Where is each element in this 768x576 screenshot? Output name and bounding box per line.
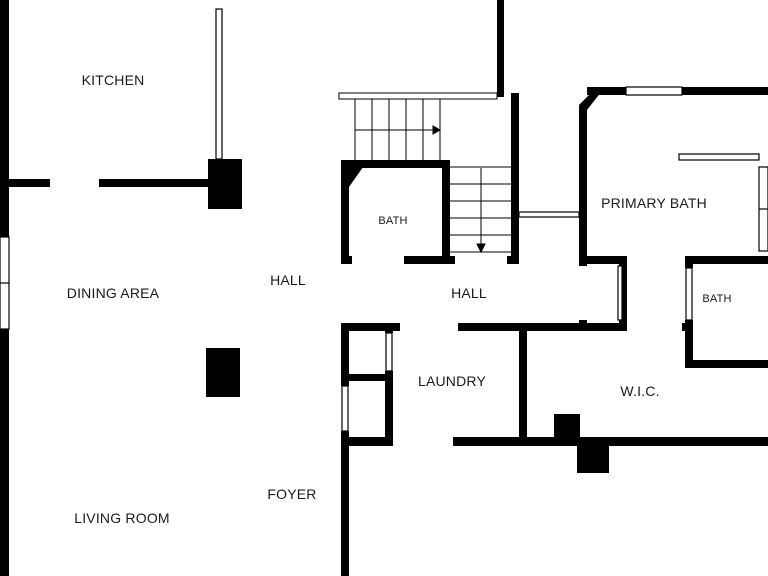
wall-primary-south-east bbox=[686, 256, 768, 264]
room-label-wic: W.I.C. bbox=[620, 383, 660, 399]
window-primary-north bbox=[625, 86, 683, 96]
door-primary-side bbox=[518, 211, 580, 218]
room-label-laundry: LAUNDRY bbox=[417, 373, 487, 389]
opening-pantry-door bbox=[579, 266, 587, 320]
room-label-foyer: FOYER bbox=[267, 486, 317, 502]
room-label-bath-hall: BATH bbox=[378, 215, 408, 227]
wall-bath-east bbox=[442, 160, 450, 264]
window-pantry bbox=[617, 265, 623, 321]
room-label-living-room: LIVING ROOM bbox=[74, 510, 170, 526]
room-label-hall-west: HALL bbox=[270, 272, 306, 288]
wall-stair-east bbox=[511, 93, 519, 263]
wall-primary-west bbox=[579, 105, 587, 327]
room-label-bath-primary: BATH bbox=[702, 293, 732, 305]
openings bbox=[50, 179, 693, 446]
wall-hall-south bbox=[341, 323, 687, 331]
wall-closet-post bbox=[619, 256, 627, 330]
wall-primary-south-west bbox=[579, 256, 625, 264]
column-dining bbox=[206, 348, 240, 397]
stair-rail-top bbox=[338, 92, 498, 100]
room-label-hall-east: HALL bbox=[451, 285, 487, 301]
opening-stair-bottom bbox=[455, 256, 507, 264]
window-closet-upper bbox=[385, 332, 393, 372]
wall-closet-west bbox=[341, 323, 349, 576]
column-kitchen bbox=[208, 159, 242, 209]
wall-north-stub bbox=[497, 0, 504, 97]
window-kitchen-partition bbox=[215, 8, 223, 160]
opening-laundry-south bbox=[393, 437, 453, 446]
opening-wic-door bbox=[627, 323, 682, 331]
wall-primary-corner bbox=[579, 87, 605, 110]
window-primary-shelf bbox=[678, 153, 760, 161]
opening-kitchen bbox=[50, 179, 99, 187]
window-ebath-west bbox=[685, 267, 693, 321]
opening-bath-door bbox=[352, 256, 404, 264]
wall-laundry-east bbox=[519, 323, 527, 446]
staircase bbox=[338, 92, 511, 254]
wall-bath-west bbox=[341, 160, 349, 264]
room-label-kitchen: KITCHEN bbox=[81, 72, 145, 88]
opening-laundry-door bbox=[400, 323, 458, 331]
wall-bath-north bbox=[341, 160, 449, 168]
window-closet-lower bbox=[341, 385, 349, 432]
wall-bath-south bbox=[341, 256, 519, 264]
wall-closet-east bbox=[385, 323, 393, 446]
wall-closet-divider bbox=[341, 374, 393, 381]
column-wic-south bbox=[577, 437, 609, 473]
wall-bath-corner bbox=[341, 160, 368, 187]
wall-kitchen-south bbox=[0, 179, 240, 187]
wall-ebath-south bbox=[685, 360, 768, 368]
windows bbox=[0, 8, 768, 432]
room-label-dining-area: DINING AREA bbox=[66, 285, 160, 301]
column-wic-north bbox=[554, 414, 580, 446]
room-label-primary-bath: PRIMARY BATH bbox=[601, 195, 707, 211]
